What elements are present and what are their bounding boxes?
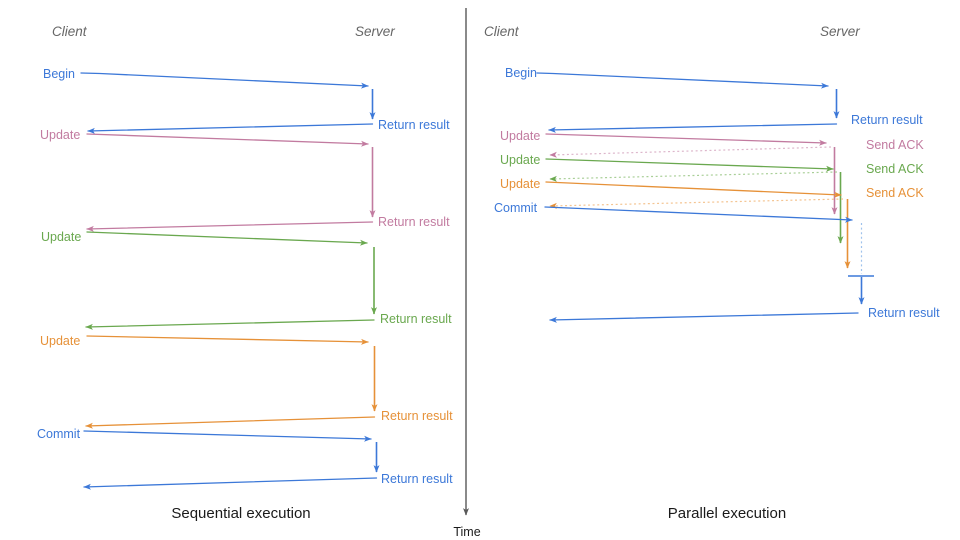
step-update-3: Update Return result <box>40 334 453 429</box>
response-label: Return result <box>378 118 450 132</box>
response-label: Return result <box>378 215 450 229</box>
response-label: Return result <box>851 113 923 127</box>
step-begin: Begin Return result <box>43 67 450 134</box>
request-label: Update <box>40 334 80 348</box>
response-label: Send ACK <box>866 162 924 176</box>
request-label: Update <box>500 129 540 143</box>
ack-arrow <box>549 198 844 209</box>
parallel-diagram: Client Server Begin Return result Update… <box>484 24 940 522</box>
request-arrow <box>536 72 829 89</box>
response-label: Return result <box>381 472 453 486</box>
response-label: Return result <box>868 306 940 320</box>
request-arrow <box>86 133 369 147</box>
response-label: Send ACK <box>866 138 924 152</box>
ack-arrow <box>549 171 838 182</box>
request-label: Update <box>41 230 81 244</box>
return-arrow <box>87 123 374 134</box>
request-arrow <box>545 133 827 146</box>
client-header: Client <box>484 24 520 39</box>
request-arrow <box>545 158 834 172</box>
request-label: Commit <box>37 427 81 441</box>
request-label: Update <box>500 153 540 167</box>
return-arrow <box>85 416 376 429</box>
server-header: Server <box>820 24 860 39</box>
response-label: Return result <box>381 409 453 423</box>
request-label: Commit <box>494 201 538 215</box>
diagram-title: Parallel execution <box>668 505 786 522</box>
time-axis: Time <box>453 8 481 539</box>
request-arrow <box>545 181 842 198</box>
step-commit: Commit Return result <box>494 201 940 323</box>
step-commit: Commit Return result <box>37 427 453 490</box>
step-update-2: Update Return result <box>41 230 452 330</box>
step-update-2: Update Send ACK <box>500 153 924 244</box>
response-label: Send ACK <box>866 186 924 200</box>
step-begin: Begin Return result <box>505 66 923 133</box>
time-axis-label: Time <box>453 525 480 539</box>
return-arrow <box>83 477 378 490</box>
return-arrow <box>86 221 374 232</box>
request-arrow <box>86 335 369 345</box>
request-label: Begin <box>505 66 537 80</box>
response-label: Return result <box>380 312 452 326</box>
request-arrow <box>80 72 369 89</box>
step-update-1: Update Send ACK <box>500 129 924 215</box>
sequential-diagram: Client Server Begin Return result Update… <box>37 24 453 522</box>
return-arrow <box>549 312 859 323</box>
return-arrow <box>548 123 838 133</box>
return-arrow <box>85 319 375 330</box>
step-update-1: Update Return result <box>40 128 450 232</box>
request-label: Update <box>40 128 80 142</box>
step-update-3: Update Send ACK <box>500 177 924 269</box>
request-arrow <box>86 231 368 246</box>
diagram-title: Sequential execution <box>171 505 310 522</box>
request-arrow <box>83 430 372 442</box>
client-header: Client <box>52 24 88 39</box>
request-label: Begin <box>43 67 75 81</box>
request-label: Update <box>500 177 540 191</box>
server-header: Server <box>355 24 395 39</box>
ack-arrow <box>549 146 832 158</box>
request-arrow <box>544 206 853 223</box>
